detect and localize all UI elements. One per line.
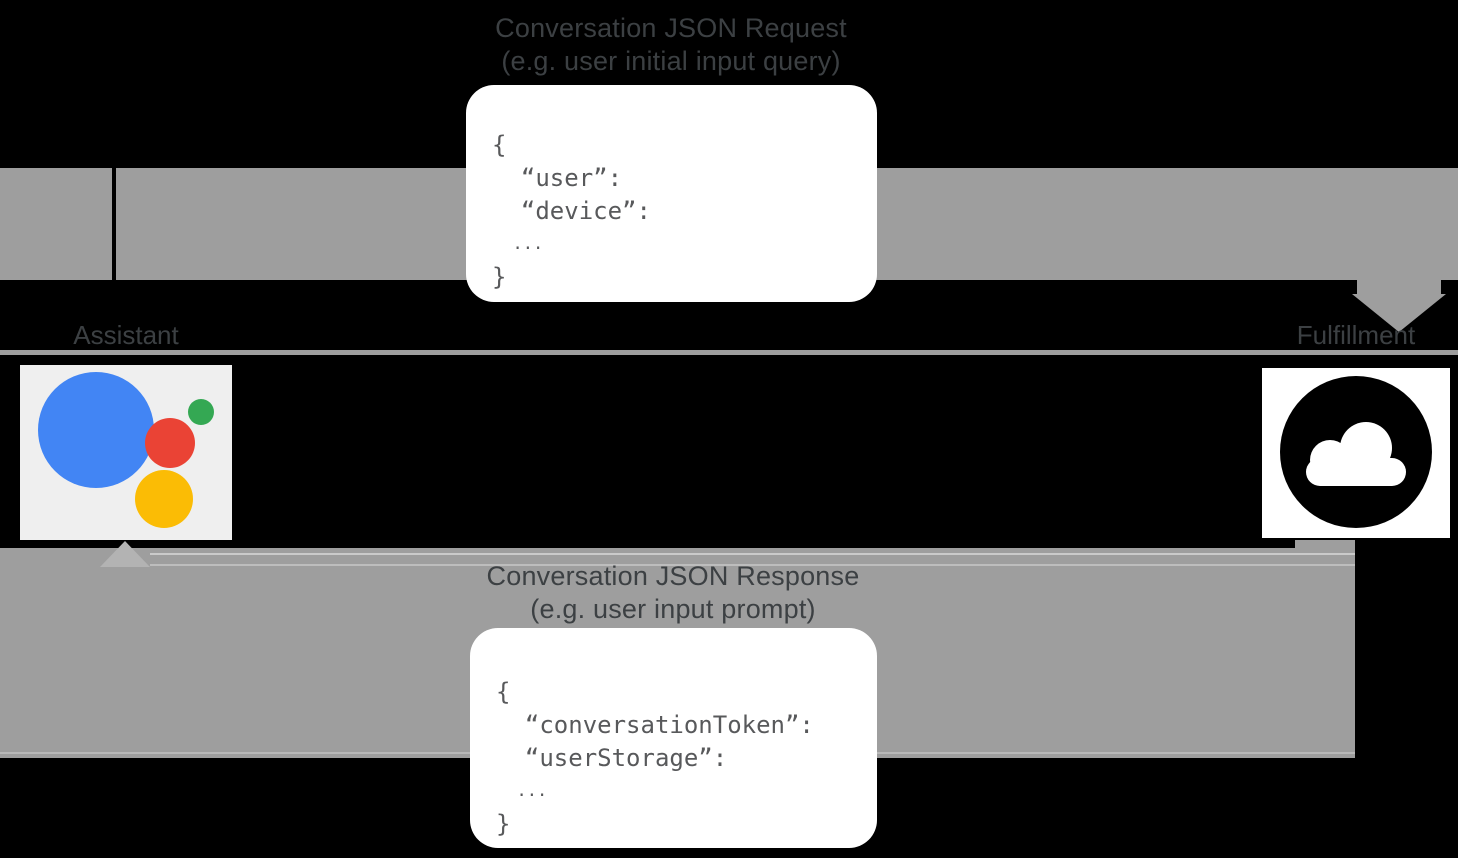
fulfillment-tile bbox=[1262, 368, 1450, 538]
assistant-red-circle bbox=[145, 418, 195, 468]
response-json-snippet: { “conversationToken”: “userStorage”: ..… bbox=[470, 628, 877, 848]
assistant-blue-circle bbox=[38, 372, 154, 488]
code-line: “userStorage”: bbox=[496, 744, 728, 772]
request-title-line1: Conversation JSON Request bbox=[495, 13, 847, 43]
assistant-green-circle bbox=[188, 399, 214, 425]
code-line: { bbox=[496, 678, 511, 706]
code-line: “conversationToken”: bbox=[496, 711, 814, 739]
fulfillment-label: Fulfillment bbox=[1296, 320, 1416, 350]
assistant-yellow-circle bbox=[135, 470, 193, 528]
code-line: } bbox=[496, 810, 511, 838]
request-title: Conversation JSON Request (e.g. user ini… bbox=[371, 12, 971, 78]
response-arrowhead-icon bbox=[100, 541, 150, 567]
request-arrow-elbow bbox=[1357, 280, 1441, 294]
code-line: “device”: bbox=[492, 197, 651, 225]
response-title-line1: Conversation JSON Response bbox=[486, 561, 860, 591]
assistant-label: Assistant bbox=[73, 320, 179, 350]
code-line: “user”: bbox=[492, 164, 623, 192]
request-json-snippet: { “user”: “device”: ... } bbox=[466, 85, 877, 302]
code-line: ... bbox=[496, 781, 548, 801]
request-arrowhead-icon bbox=[1352, 294, 1446, 332]
request-title-line2: (e.g. user initial input query) bbox=[501, 46, 841, 76]
assistant-tile bbox=[20, 365, 232, 540]
response-title: Conversation JSON Response (e.g. user in… bbox=[373, 560, 973, 626]
code-line: ... bbox=[492, 234, 544, 254]
cloud-icon bbox=[1280, 376, 1432, 528]
request-arrow-notch bbox=[112, 168, 116, 280]
response-arrow-connector bbox=[1295, 540, 1355, 550]
response-arrow-edge-inner bbox=[150, 564, 1355, 566]
code-line: } bbox=[492, 263, 507, 291]
response-arrow-edge-top bbox=[150, 553, 1355, 555]
response-title-line2: (e.g. user input prompt) bbox=[530, 594, 816, 624]
code-line: { bbox=[492, 131, 507, 159]
divider-line bbox=[0, 350, 1458, 355]
